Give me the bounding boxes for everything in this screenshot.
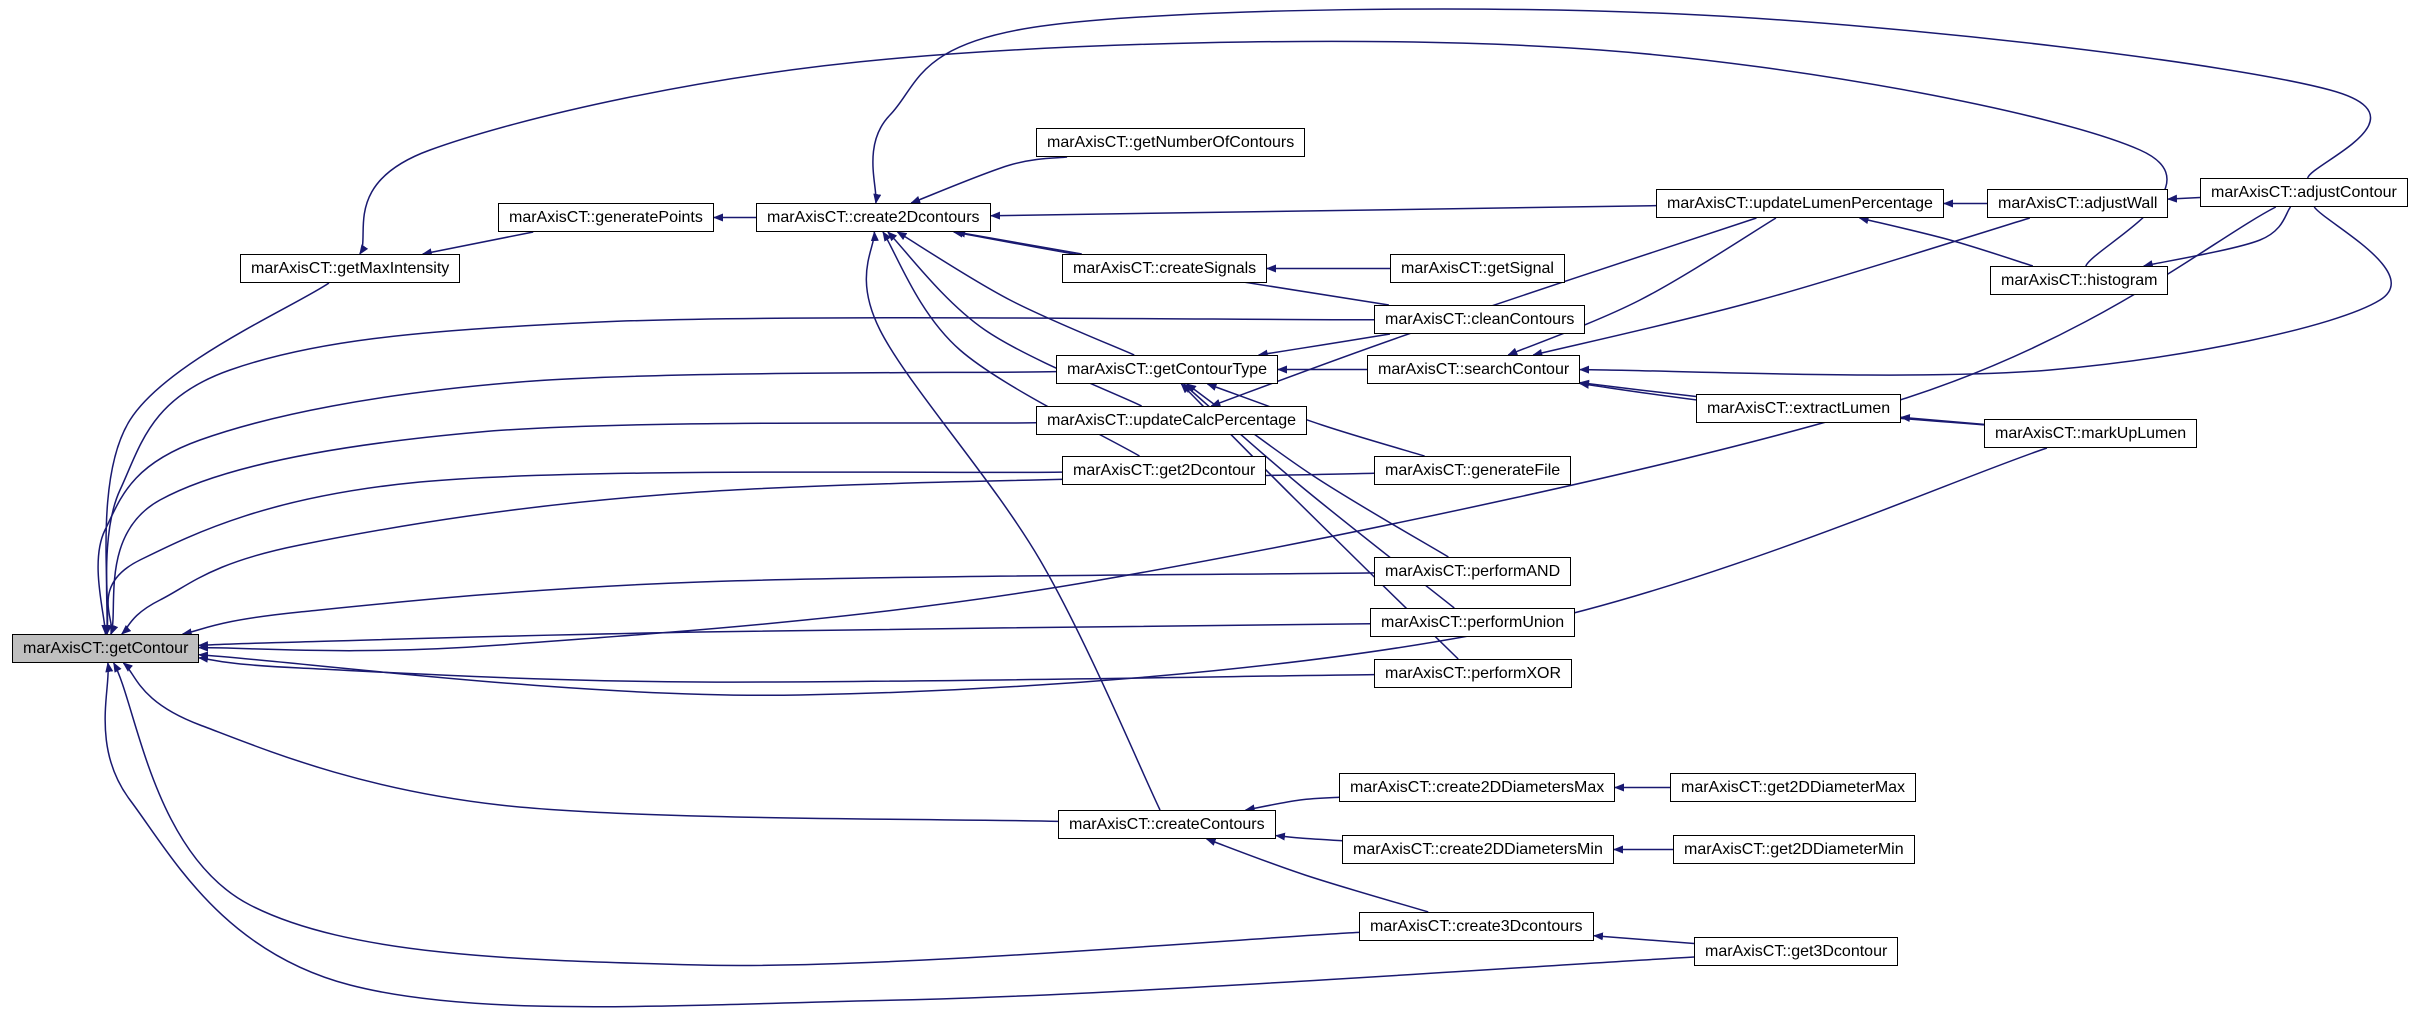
graph-node-create3Dcontours[interactable]: marAxisCT::create3Dcontours	[1359, 912, 1594, 941]
edge-adjustWall-to-searchContour	[1532, 217, 2031, 357]
graph-node-extractLumen[interactable]: marAxisCT::extractLumen	[1696, 394, 1902, 423]
edge-getContourType-to-create2Dcontours	[896, 231, 1135, 356]
edge-adjustContour-to-getContour	[198, 206, 2277, 652]
edge-updateLumenPercentage-to-searchContour	[1507, 217, 1777, 356]
graph-node-getSignal[interactable]: marAxisCT::getSignal	[1390, 254, 1565, 283]
edge-create2DDiametersMin-to-createContours	[1275, 832, 1343, 842]
graph-node-updateLumenPercentage[interactable]: marAxisCT::updateLumenPercentage	[1656, 189, 1944, 218]
edge-generateFile-to-getContourType	[1206, 383, 1425, 457]
edge-createContours-to-create2Dcontours	[865, 231, 1161, 811]
edge-get3Dcontour-to-create3Dcontours	[1593, 932, 1695, 945]
edge-updateCalcPercentage-to-getContour	[110, 422, 1037, 635]
graph-node-performUnion[interactable]: marAxisCT::performUnion	[1370, 608, 1576, 637]
graph-node-performXOR[interactable]: marAxisCT::performXOR	[1374, 659, 1573, 688]
graph-node-cleanContours[interactable]: marAxisCT::cleanContours	[1374, 305, 1586, 334]
graph-node-get2DDiameterMax[interactable]: marAxisCT::get2DDiameterMax	[1670, 773, 1917, 802]
graph-node-createSignals[interactable]: marAxisCT::createSignals	[1062, 254, 1268, 283]
graph-node-adjustWall[interactable]: marAxisCT::adjustWall	[1987, 189, 2169, 218]
edge-performAND-to-getContour	[181, 572, 1375, 637]
edge-extractLumen-to-searchContour	[1579, 379, 1697, 398]
graph-node-updateCalcPercentage[interactable]: marAxisCT::updateCalcPercentage	[1036, 406, 1308, 435]
graph-node-create2DDiametersMin[interactable]: marAxisCT::create2DDiametersMin	[1342, 835, 1614, 864]
graph-node-getNumberOfContours[interactable]: marAxisCT::getNumberOfContours	[1036, 128, 1306, 157]
graph-node-get2DDiameterMin[interactable]: marAxisCT::get2DDiameterMin	[1673, 835, 1915, 864]
edge-generatePoints-to-getMaxIntensity	[421, 231, 534, 257]
graph-node-adjustContour[interactable]: marAxisCT::adjustContour	[2200, 178, 2408, 207]
edge-get3Dcontour-to-getContour	[104, 662, 1695, 1008]
graph-node-getContour[interactable]: marAxisCT::getContour	[12, 634, 200, 663]
graph-node-searchContour[interactable]: marAxisCT::searchContour	[1367, 355, 1581, 384]
graph-node-generatePoints[interactable]: marAxisCT::generatePoints	[498, 203, 714, 232]
edge-histogram-to-getMaxIntensity	[359, 40, 2168, 267]
graph-node-create2Dcontours[interactable]: marAxisCT::create2Dcontours	[756, 203, 991, 232]
edge-getNumberOfContours-to-create2Dcontours	[910, 156, 1068, 204]
edge-create3Dcontours-to-createContours	[1205, 838, 1429, 913]
edge-performUnion-to-getContour	[198, 623, 1371, 650]
graph-node-histogram[interactable]: marAxisCT::histogram	[1990, 266, 2169, 295]
graph-node-createContours[interactable]: marAxisCT::createContours	[1058, 810, 1276, 839]
edge-adjustContour-to-adjustWall	[2167, 194, 2201, 203]
edge-generateFile-to-getContour	[121, 472, 1375, 635]
graph-node-performAND[interactable]: marAxisCT::performAND	[1374, 557, 1572, 586]
graph-node-get2Dcontour[interactable]: marAxisCT::get2Dcontour	[1062, 456, 1267, 485]
edge-createContours-to-getContour	[122, 662, 1059, 823]
graph-node-generateFile[interactable]: marAxisCT::generateFile	[1374, 456, 1572, 485]
graph-node-getContourType[interactable]: marAxisCT::getContourType	[1056, 355, 1279, 384]
edge-updateLumenPercentage-to-create2Dcontours	[990, 204, 1657, 220]
edge-create3Dcontours-to-getContour	[113, 662, 1360, 967]
edge-cleanContours-to-getContourType	[1257, 333, 1391, 358]
graph-node-getMaxIntensity[interactable]: marAxisCT::getMaxIntensity	[240, 254, 461, 283]
graph-node-create2DDiametersMax[interactable]: marAxisCT::create2DDiametersMax	[1339, 773, 1616, 802]
edge-adjustContour-to-searchContour	[1579, 206, 2392, 376]
graph-node-get3Dcontour[interactable]: marAxisCT::get3Dcontour	[1694, 937, 1899, 966]
edge-histogram-to-updateLumenPercentage	[1858, 216, 2034, 267]
edge-create2DDiametersMax-to-createContours	[1244, 796, 1340, 813]
edge-get2Dcontour-to-getContour	[107, 471, 1063, 635]
edge-group	[97, 8, 2392, 1008]
edge-adjustContour-to-histogram	[2142, 206, 2292, 268]
edge-markUpLumen-to-getContour	[198, 447, 2048, 697]
edge-performXOR-to-getContour	[198, 654, 1375, 683]
edge-getContourType-to-getContour	[97, 370, 1057, 635]
edge-adjustContour-to-create2Dcontours	[872, 8, 2372, 204]
edge-updateCalcPercentage-to-create2Dcontours	[887, 231, 1142, 407]
graph-node-markUpLumen[interactable]: marAxisCT::markUpLumen	[1984, 419, 2198, 448]
edge-getMaxIntensity-to-getContour	[104, 282, 330, 635]
